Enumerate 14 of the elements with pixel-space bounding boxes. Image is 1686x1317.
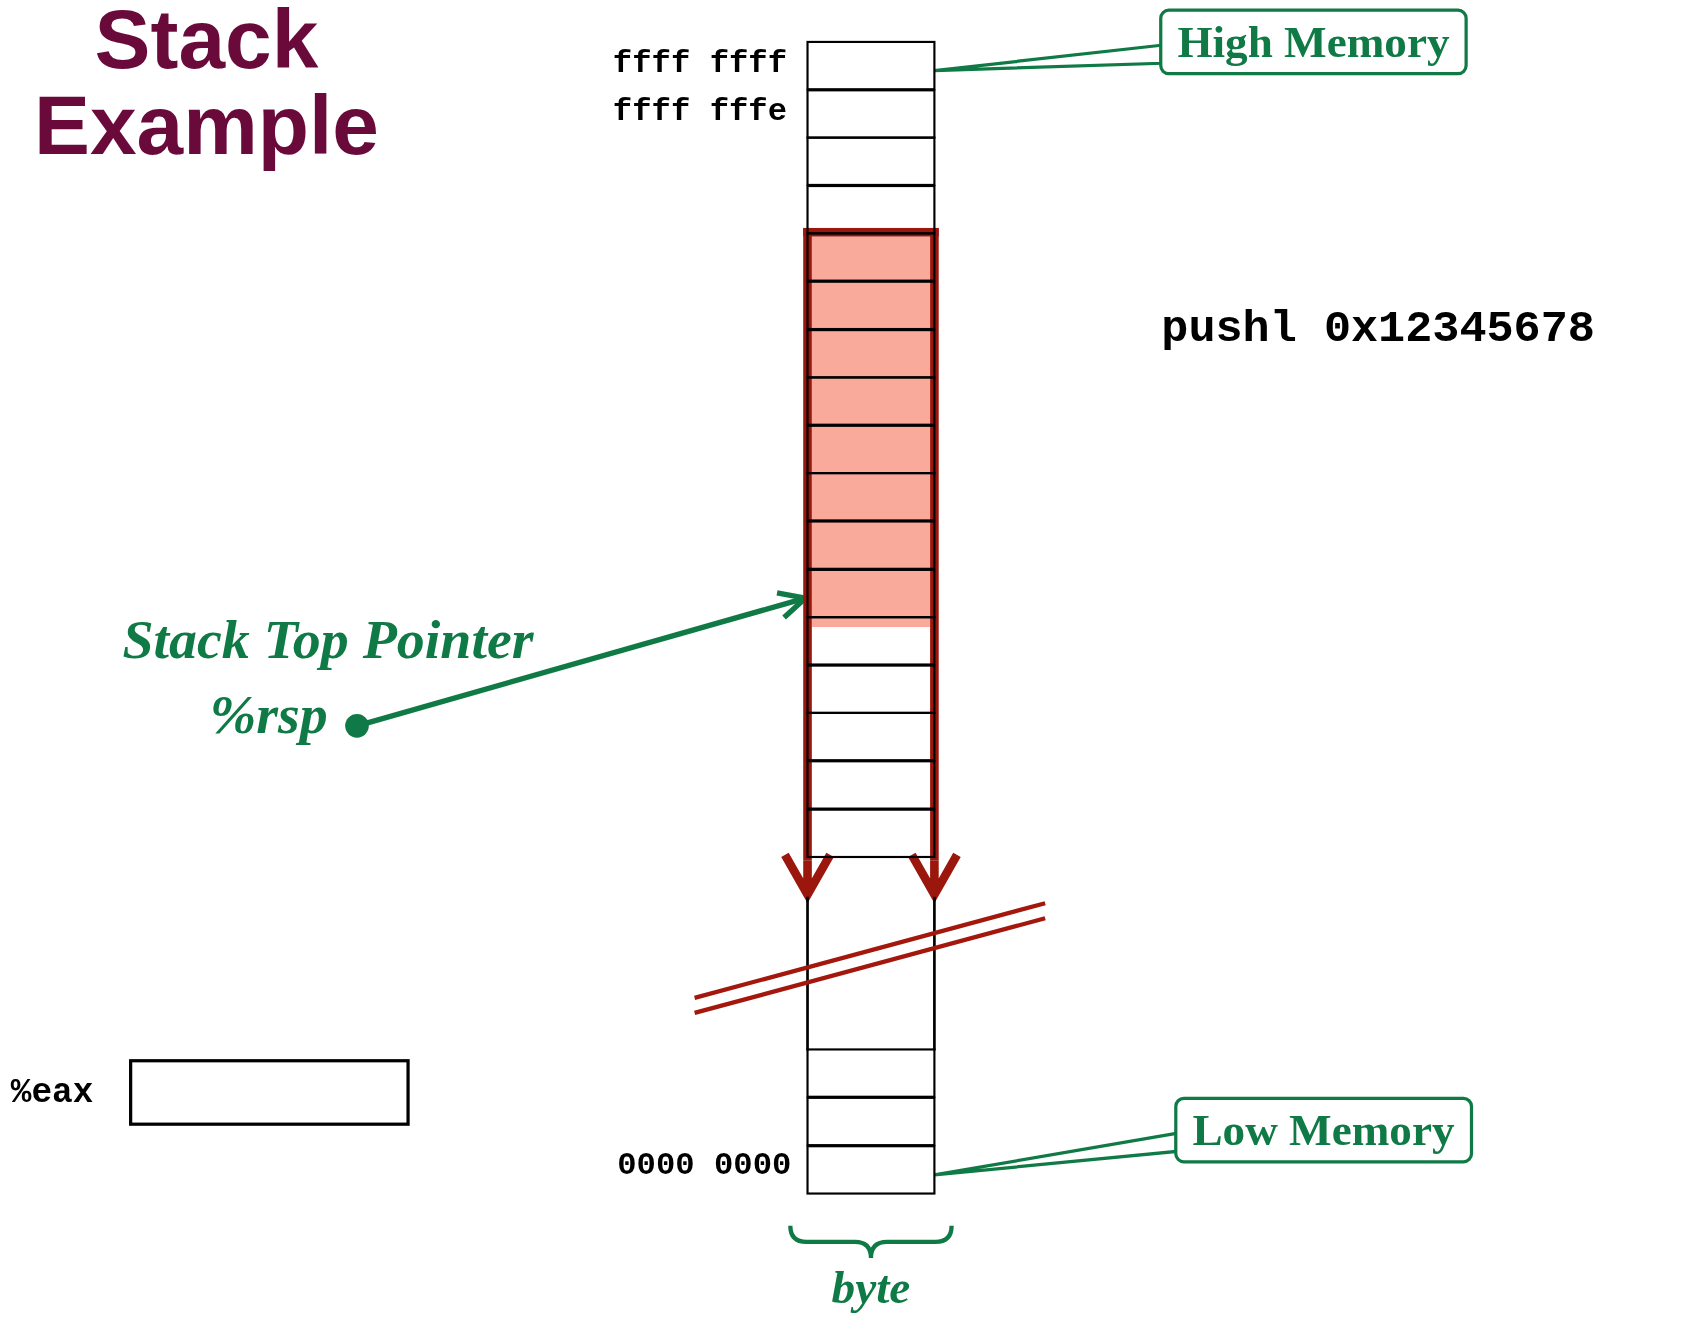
- instruction-text: pushl 0x12345678: [1161, 303, 1595, 355]
- register-name: %rsp: [208, 682, 329, 748]
- register-name: %eax: [10, 1073, 94, 1113]
- address-label: ffff fffe: [612, 93, 788, 131]
- address-label: ffff ffff: [612, 45, 788, 82]
- callout-box: High Memory: [1159, 8, 1468, 76]
- callout-box: Low Memory: [1174, 1096, 1473, 1164]
- size-label: byte: [830, 1260, 912, 1316]
- memory-cell: [806, 40, 936, 91]
- pointer-label: Stack Top Pointer: [121, 607, 535, 672]
- memory-cell: [806, 1145, 936, 1195]
- address-label: 0000 0000: [617, 1147, 792, 1184]
- memory-cell: [806, 568, 936, 618]
- register-box: [129, 1059, 410, 1126]
